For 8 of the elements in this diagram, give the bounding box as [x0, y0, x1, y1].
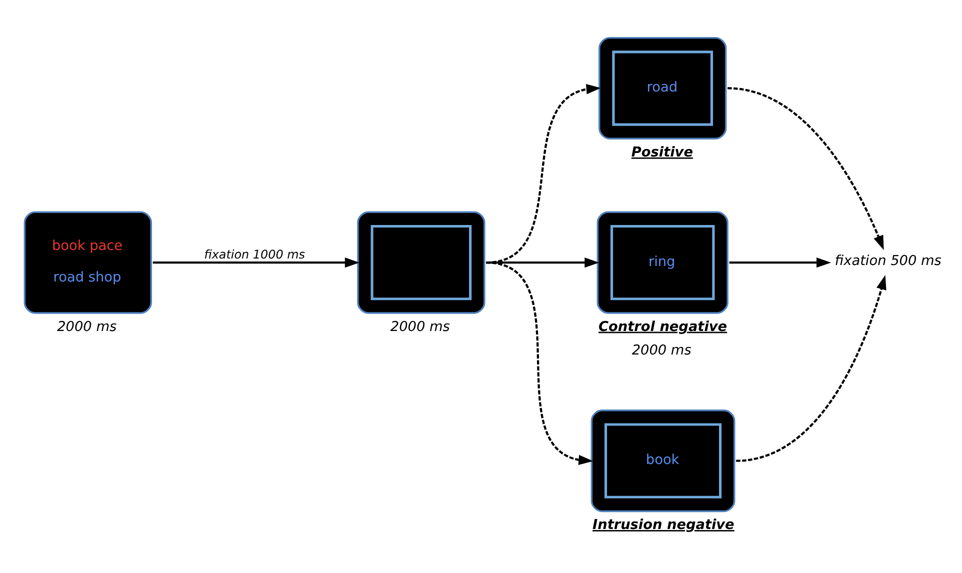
- node-text: fixation 500 ms: [834, 252, 942, 269]
- node-label: 2000 ms: [632, 342, 692, 359]
- node-label: Positive: [631, 144, 693, 160]
- node-label: 2000 ms: [57, 318, 117, 335]
- edge-label: fixation 1000 ms: [204, 247, 306, 262]
- node-label: Intrusion negative: [592, 517, 734, 534]
- node-label: Control negative: [598, 318, 728, 335]
- node-label: 2000 ms: [390, 318, 450, 335]
